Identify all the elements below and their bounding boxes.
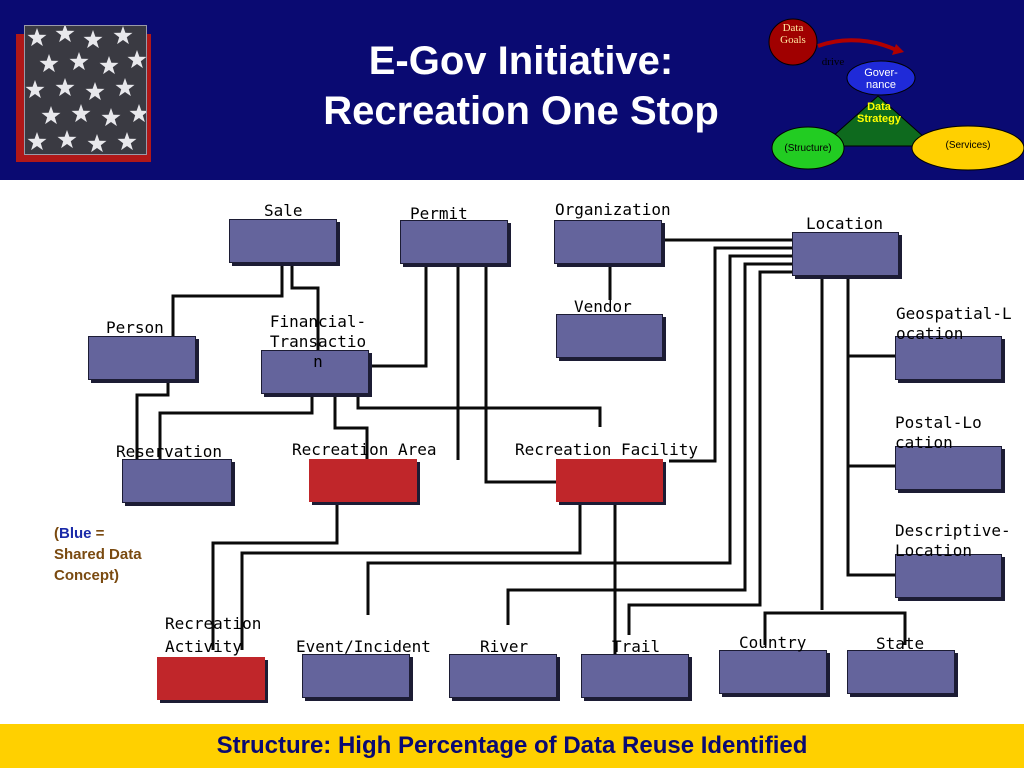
- entity-event-incident-label: Event/Incident: [296, 637, 431, 656]
- entity-trail-label: Trail: [612, 637, 661, 656]
- title-line-2: Recreation One Stop: [323, 89, 719, 133]
- legend-open-paren: (: [54, 525, 59, 542]
- entity-country-label: Country: [739, 633, 807, 652]
- flag-stars-image: [24, 25, 147, 155]
- entity-permit-box: [400, 220, 508, 264]
- connector-permit-financial: [369, 263, 428, 368]
- entity-country-box: [719, 650, 827, 694]
- data-goals-label: Data Goals: [780, 22, 806, 46]
- entity-organization-box: [554, 220, 662, 264]
- legend-line-2: Shared Data: [54, 546, 142, 563]
- title-line-1: E-Gov Initiative:: [368, 39, 674, 83]
- entity-recreation-area-box: [309, 459, 417, 502]
- page-title: E-Gov Initiative: Recreation One Stop: [286, 36, 756, 136]
- entity-recreation-area-label: Recreation Area: [292, 440, 437, 459]
- services-label: (Services): [945, 140, 991, 151]
- footer-text: Structure: High Percentage of Data Reuse…: [216, 732, 808, 759]
- connector-person-reservation: [135, 380, 170, 460]
- governance-label: Gover-nance: [864, 67, 898, 91]
- entity-postal-location-label: Postal-Location: [895, 413, 982, 452]
- header-bar: [0, 0, 1024, 180]
- connector-location-trail: [627, 270, 792, 635]
- entity-organization-label: Organization: [555, 200, 671, 219]
- connector-sale-financial: [290, 262, 320, 350]
- connector-facility-activity: [240, 502, 582, 650]
- entity-person-box: [88, 336, 196, 380]
- entity-state-label: State: [876, 634, 925, 653]
- entity-location-label: Location: [806, 214, 884, 233]
- entity-reservation-box: [122, 459, 232, 503]
- entity-vendor-box: [556, 314, 663, 358]
- entity-event-incident-box: [302, 654, 410, 698]
- data-strategy-label: Data Strategy: [856, 101, 902, 125]
- entity-permit-label: Permit: [410, 204, 468, 223]
- entity-financial-transaction-label: Financial-Transaction: [269, 312, 367, 371]
- legend-equals: =: [91, 525, 105, 542]
- relationship-connectors: [135, 238, 907, 655]
- entity-descriptive-location-label: Descriptive-Location: [895, 521, 1011, 560]
- data-strategy-graphic: [768, 18, 1024, 171]
- connector-sale-person: [171, 262, 284, 338]
- entity-state-box: [847, 650, 955, 694]
- entity-sale-label: Sale: [264, 201, 303, 220]
- legend-line-3: Concept): [54, 567, 119, 584]
- entity-recreation-facility-box: [556, 459, 663, 502]
- connector-location-event: [366, 254, 792, 615]
- entity-recreation-activity-label: Recreation Activity: [165, 614, 262, 656]
- connector-permit-facility: [484, 263, 556, 484]
- connector-location-descriptive: [846, 276, 896, 577]
- connector-financial-facility: [356, 394, 602, 427]
- connector-country-state: [763, 611, 907, 645]
- entity-geospatial-location-box: [895, 336, 1002, 380]
- entity-recreation-activity-box: [157, 657, 265, 700]
- entity-river-box: [449, 654, 557, 698]
- entity-sale-box: [229, 219, 337, 263]
- entity-reservation-label: Reservation: [116, 442, 222, 461]
- legend-note: (Blue = Shared Data Concept): [54, 523, 142, 586]
- connector-financial-reservation: [158, 394, 314, 460]
- entity-person-label: Person: [106, 318, 164, 337]
- connector-area-activity: [211, 502, 339, 650]
- entity-location-box: [792, 232, 899, 276]
- entity-financial-transaction-box: [261, 350, 369, 394]
- connector-location-area: [669, 246, 792, 463]
- legend-blue-word: Blue: [59, 525, 92, 542]
- structure-label: (Structure): [784, 143, 832, 154]
- entity-geospatial-location-label: Geospatial-Location: [896, 304, 1012, 343]
- entity-trail-box: [581, 654, 689, 698]
- entity-river-label: River: [480, 637, 529, 656]
- entity-recreation-facility-label: Recreation Facility: [515, 440, 699, 459]
- entity-postal-location-box: [895, 446, 1002, 490]
- drive-label: drive: [821, 56, 845, 68]
- connector-location-river: [506, 262, 792, 625]
- legend-line-1: (Blue =: [54, 523, 142, 544]
- footer-bar: Structure: High Percentage of Data Reuse…: [0, 724, 1024, 768]
- entity-descriptive-location-box: [895, 554, 1002, 598]
- entity-vendor-label: Vendor: [574, 297, 632, 316]
- connector-financial-area: [333, 394, 369, 460]
